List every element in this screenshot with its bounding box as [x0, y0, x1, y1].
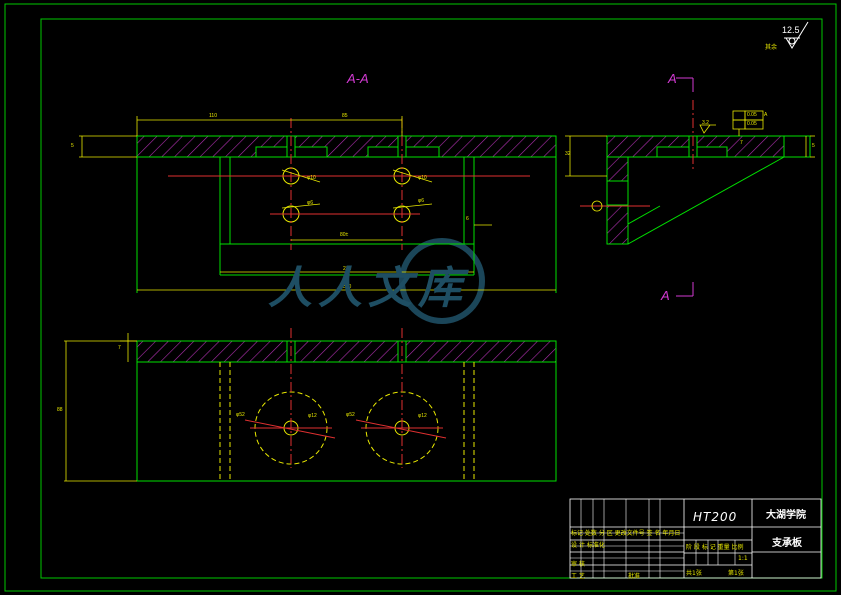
top-view: [64, 328, 557, 482]
dim-110: 110: [209, 113, 217, 119]
side-dim-7: 7: [740, 140, 743, 146]
section-view-aa: [79, 116, 557, 293]
watermark-text: 人人文库: [268, 264, 468, 313]
title-block: [569, 498, 822, 579]
title-approve: 批准: [628, 573, 641, 580]
roughness-label: 其余: [765, 44, 778, 51]
title-scale: 1:1: [738, 555, 748, 562]
title-row-stage: 阶 段 标 记 重量 比例: [686, 544, 744, 551]
title-row-review: 审 核: [571, 561, 585, 568]
top-label-52a: φ52: [236, 412, 245, 418]
dim-5-left: 5: [71, 143, 74, 149]
hole-label-6b: φ6: [418, 198, 425, 204]
dim-88: 88: [57, 407, 63, 413]
tolerance-a: 0.05: [747, 112, 757, 118]
dim-210: 210: [343, 266, 352, 272]
roughness-symbol: [784, 21, 809, 49]
inner-frame: [40, 18, 823, 579]
dim-300: 300: [343, 284, 352, 290]
outer-frame: [4, 3, 837, 592]
hole-label-6a: φ6: [307, 200, 314, 206]
title-row-process: 工 艺: [571, 573, 585, 580]
dim-85: 85: [342, 113, 348, 119]
hole-label-10b: φ10: [418, 175, 427, 181]
title-row-marks: 标记 处数 分 区 更改文件号 签 名 年月日: [571, 530, 681, 537]
top-label-12a: φ12: [308, 413, 317, 419]
section-marker-bottom: A: [661, 288, 670, 303]
dim-80: 80±: [340, 232, 349, 238]
school-name: 大湖学院: [766, 510, 806, 521]
section-marker-top: A: [668, 71, 677, 86]
tolerance-b: 0.05: [747, 121, 757, 127]
side-view: [565, 77, 815, 297]
title-sheets-total: 共1张: [686, 570, 702, 577]
tolerance-ref: A: [764, 112, 768, 118]
side-dim-32: 32: [565, 151, 571, 157]
top-label-12b: φ12: [418, 413, 427, 419]
roughness-value: 12.5: [782, 25, 800, 35]
side-roughness: 3.2: [702, 120, 709, 126]
dim-6: 6: [466, 216, 469, 222]
hole-label-10a: φ10: [307, 175, 316, 181]
watermark-emblem: [399, 238, 485, 324]
section-view-title: A-A: [347, 71, 369, 86]
title-sheet-no: 第1张: [728, 570, 744, 577]
side-dim-5: 5: [812, 143, 815, 149]
dim-7-front: 7: [118, 345, 121, 351]
top-label-52b: φ52: [346, 412, 355, 418]
material-label: HT200: [693, 510, 738, 524]
part-name: 支承板: [772, 538, 802, 549]
title-row-design: 设 计 标准化: [571, 542, 605, 549]
